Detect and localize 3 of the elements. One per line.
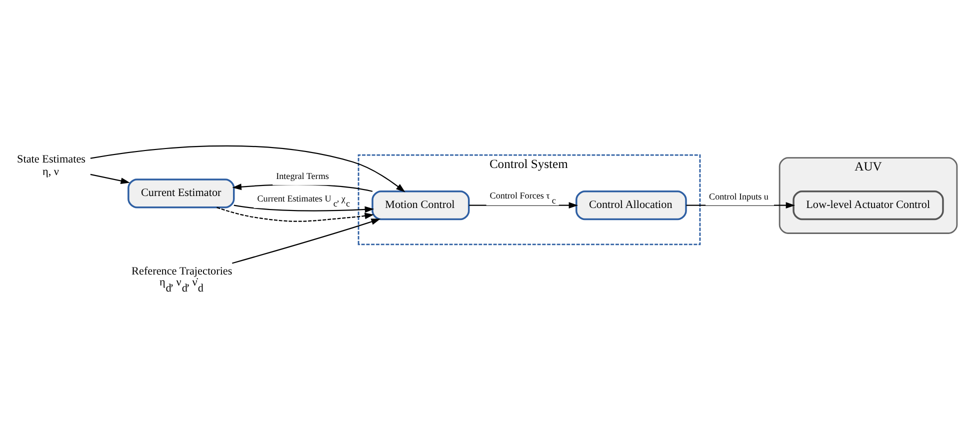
edge-label: Control Inputs u (709, 190, 768, 201)
edge-label: Integral Terms (276, 170, 329, 181)
node-text: State Estimates η, ν (17, 153, 86, 178)
